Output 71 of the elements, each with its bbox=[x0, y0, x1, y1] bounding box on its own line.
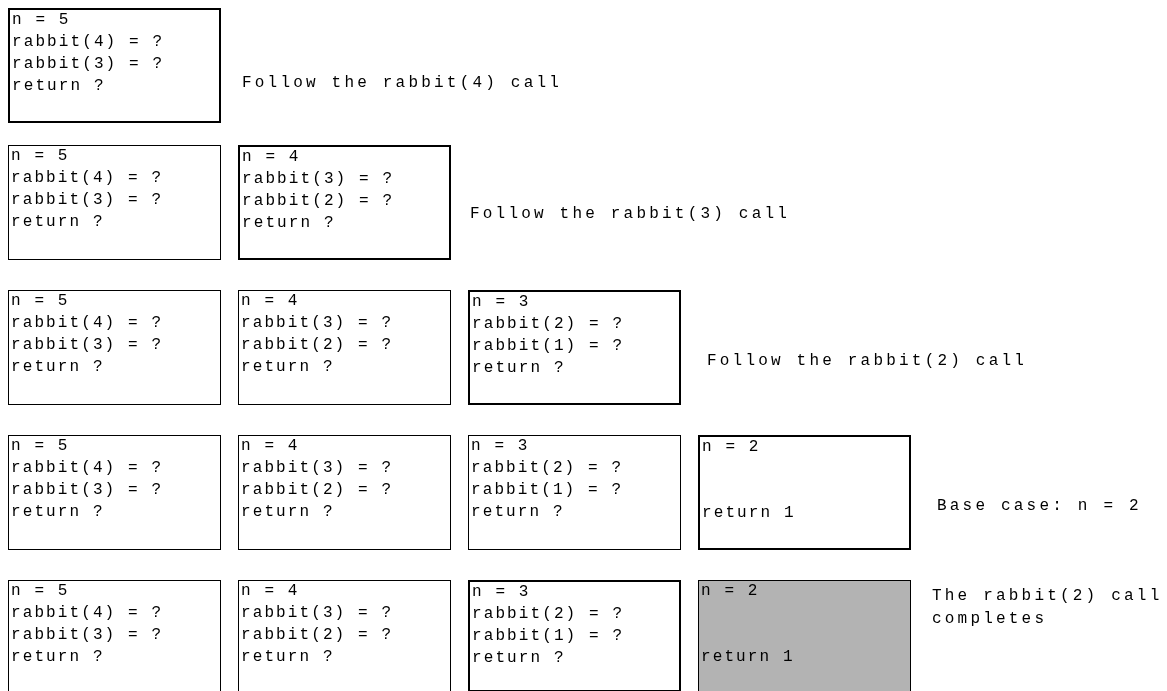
code-line: n = 4 bbox=[241, 581, 300, 601]
code-line: n = 2 bbox=[702, 437, 761, 457]
code-line: rabbit(1) = ? bbox=[471, 480, 624, 500]
call-frame-box bbox=[468, 290, 681, 405]
code-line: n = 5 bbox=[11, 146, 70, 166]
code-line: n = 5 bbox=[11, 581, 70, 601]
code-line: n = 3 bbox=[472, 292, 531, 312]
step-note: Follow the rabbit(3) call bbox=[470, 204, 791, 225]
code-line: rabbit(2) = ? bbox=[241, 625, 394, 645]
code-line: rabbit(2) = ? bbox=[241, 480, 394, 500]
code-line: rabbit(1) = ? bbox=[472, 626, 625, 646]
code-line: n = 3 bbox=[471, 436, 530, 456]
code-line: rabbit(3) = ? bbox=[242, 169, 395, 189]
call-frame-box bbox=[8, 8, 221, 123]
code-line: rabbit(4) = ? bbox=[11, 458, 164, 478]
call-frame-box bbox=[8, 580, 221, 691]
call-frame-box bbox=[468, 435, 681, 550]
code-line: n = 2 bbox=[701, 581, 760, 601]
code-line: n = 3 bbox=[472, 582, 531, 602]
code-line: return ? bbox=[471, 502, 565, 522]
code-line: rabbit(3) = ? bbox=[241, 313, 394, 333]
call-frame-box bbox=[238, 580, 451, 691]
code-line: return ? bbox=[11, 357, 105, 377]
code-line: rabbit(3) = ? bbox=[241, 603, 394, 623]
step-note: Follow the rabbit(4) call bbox=[242, 73, 563, 94]
code-line: n = 4 bbox=[241, 436, 300, 456]
code-line: rabbit(2) = ? bbox=[241, 335, 394, 355]
code-line: return ? bbox=[472, 358, 566, 378]
code-line: return ? bbox=[11, 502, 105, 522]
code-line: return ? bbox=[11, 647, 105, 667]
code-line: return ? bbox=[241, 502, 335, 522]
call-frame-box bbox=[238, 435, 451, 550]
call-frame-box bbox=[8, 145, 221, 260]
code-line: rabbit(3) = ? bbox=[12, 54, 165, 74]
code-line: rabbit(4) = ? bbox=[11, 603, 164, 623]
code-line: return ? bbox=[242, 213, 336, 233]
code-line: rabbit(4) = ? bbox=[12, 32, 165, 52]
call-frame-box bbox=[698, 435, 911, 550]
code-line: rabbit(2) = ? bbox=[472, 604, 625, 624]
code-line: rabbit(2) = ? bbox=[472, 314, 625, 334]
code-line: n = 5 bbox=[11, 291, 70, 311]
code-line: n = 4 bbox=[241, 291, 300, 311]
code-line: rabbit(3) = ? bbox=[11, 190, 164, 210]
code-line: rabbit(3) = ? bbox=[11, 625, 164, 645]
step-note: Base case: n = 2 bbox=[937, 496, 1142, 517]
code-line: n = 5 bbox=[12, 10, 71, 30]
step-note: Follow the rabbit(2) call bbox=[707, 351, 1028, 372]
code-line: rabbit(3) = ? bbox=[241, 458, 394, 478]
code-line: return 1 bbox=[701, 647, 795, 667]
call-frame-box bbox=[468, 580, 681, 691]
completed-frame-box bbox=[698, 580, 911, 691]
code-line: return ? bbox=[241, 647, 335, 667]
code-line: rabbit(3) = ? bbox=[11, 335, 164, 355]
step-note: The rabbit(2) call completes bbox=[932, 586, 1164, 630]
code-line: rabbit(2) = ? bbox=[471, 458, 624, 478]
code-line: rabbit(1) = ? bbox=[472, 336, 625, 356]
code-line: return ? bbox=[472, 648, 566, 668]
code-line: rabbit(3) = ? bbox=[11, 480, 164, 500]
code-line: return ? bbox=[241, 357, 335, 377]
code-line: rabbit(4) = ? bbox=[11, 313, 164, 333]
call-frame-box bbox=[238, 145, 451, 260]
code-line: return 1 bbox=[702, 503, 796, 523]
code-line: n = 5 bbox=[11, 436, 70, 456]
code-line: rabbit(4) = ? bbox=[11, 168, 164, 188]
call-frame-box bbox=[8, 290, 221, 405]
code-line: return ? bbox=[11, 212, 105, 232]
code-line: rabbit(2) = ? bbox=[242, 191, 395, 211]
code-line: return ? bbox=[12, 76, 106, 96]
call-frame-box bbox=[8, 435, 221, 550]
call-frame-box bbox=[238, 290, 451, 405]
code-line: n = 4 bbox=[242, 147, 301, 167]
